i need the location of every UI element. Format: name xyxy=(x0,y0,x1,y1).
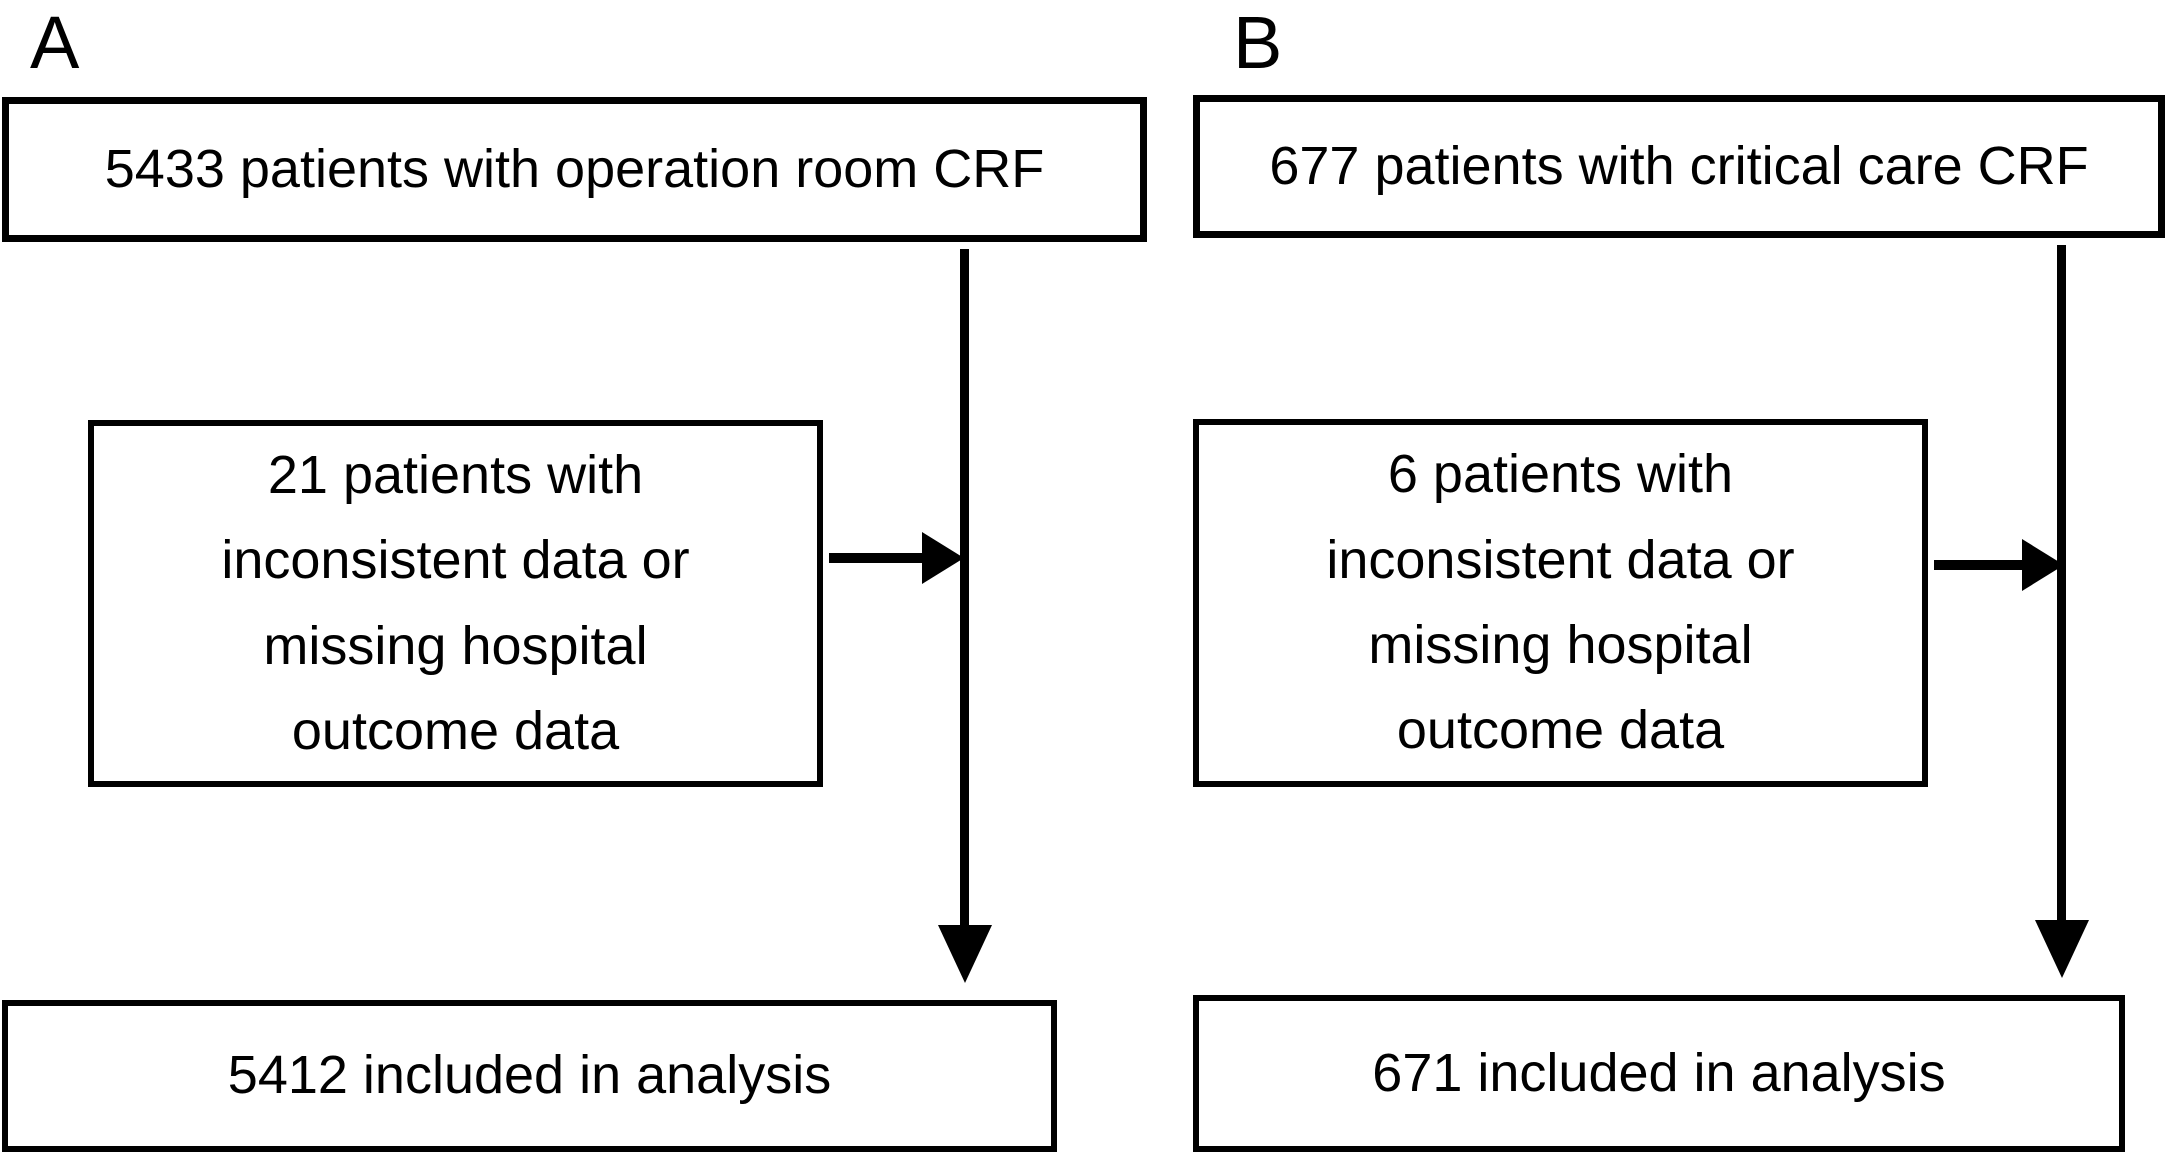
exclusion-line: missing hospital xyxy=(263,615,648,676)
panel-b-exclusion-box: 6 patients with inconsistent data or mis… xyxy=(1193,419,1928,787)
exclusion-line: missing hospital xyxy=(1368,615,1753,675)
panel-b-enrollment-box: 677 patients with critical care CRF xyxy=(1193,95,2165,238)
panel-b-analysis-text: 671 included in analysis xyxy=(1372,1042,1946,1103)
panel-a-down-arrow-icon xyxy=(938,925,992,983)
panel-a-label: A xyxy=(30,1,80,84)
panel-b-right-arrow-icon xyxy=(2022,539,2064,591)
panel-b-analysis-box: 671 included in analysis xyxy=(1193,995,2125,1152)
exclusion-line: 6 patients with xyxy=(1387,444,1734,505)
panel-a-enrollment-text: 5433 patients with operation room CRF xyxy=(104,138,1045,199)
exclusion-line: outcome data xyxy=(291,700,620,761)
panel-b-exclusion-text: 6 patients with inconsistent data or mis… xyxy=(1326,432,1794,773)
panel-a-right-arrow-shaft xyxy=(829,553,922,563)
panel-a-exclusion-box: 21 patients with inconsistent data or mi… xyxy=(88,420,823,787)
panel-b-enrollment-text: 677 patients with critical care CRF xyxy=(1269,135,2089,196)
panel-a-down-arrow-shaft xyxy=(960,249,969,935)
exclusion-line: inconsistent data or xyxy=(1326,529,1795,590)
exclusion-line: inconsistent data or xyxy=(221,530,690,591)
panel-b-right-arrow-shaft xyxy=(1934,560,2024,570)
panel-a-analysis-box: 5412 included in analysis xyxy=(2,1000,1057,1152)
panel-a-enrollment-box: 5433 patients with operation room CRF xyxy=(2,97,1147,242)
panel-a-analysis-text: 5412 included in analysis xyxy=(227,1045,832,1106)
panel-b-down-arrow-icon xyxy=(2035,920,2089,978)
panel-a-right-arrow-icon xyxy=(922,532,964,584)
panel-a-exclusion-text: 21 patients with inconsistent data or mi… xyxy=(221,433,689,774)
exclusion-line: 21 patients with xyxy=(267,444,644,505)
exclusion-line: outcome data xyxy=(1396,700,1725,761)
panel-b-label: B xyxy=(1233,1,1283,84)
